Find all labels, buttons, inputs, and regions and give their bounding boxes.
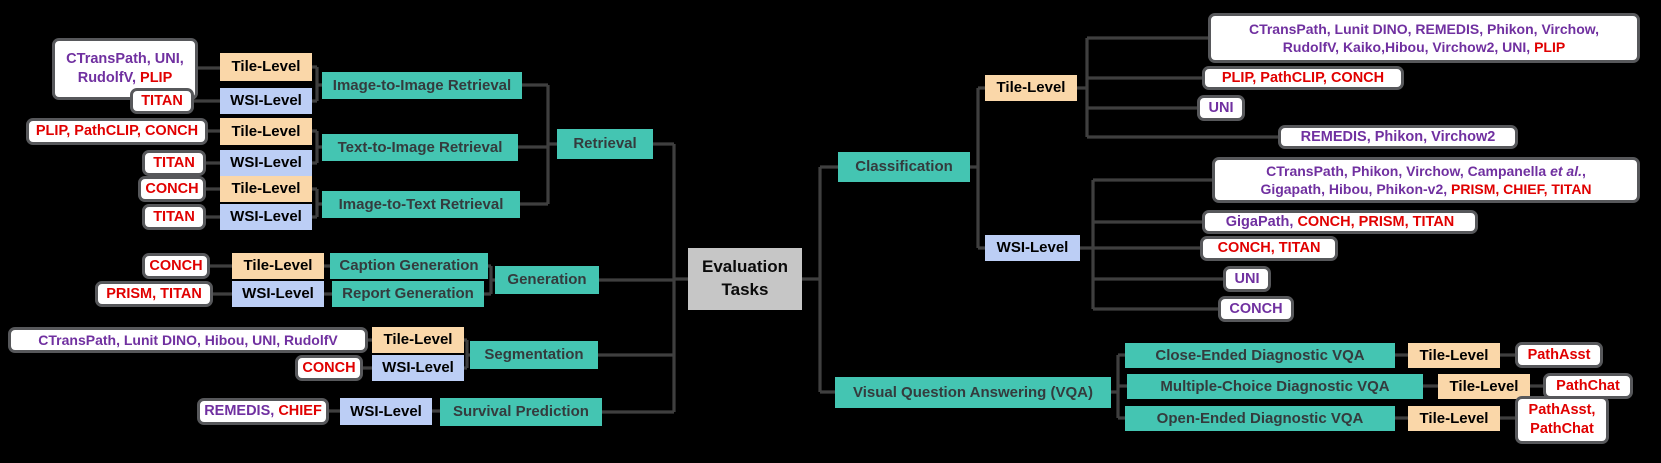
generation-connectors bbox=[210, 264, 674, 296]
task-multiple-choice-vqa: Multiple-Choice Diagnostic VQA bbox=[1127, 374, 1423, 399]
models-segmentation-tile: CTransPath, Lunit DINO, Hibou, UNI, Rudo… bbox=[8, 327, 368, 353]
wsi-level-badge-i2i: WSI-Level bbox=[220, 88, 312, 114]
models-t2i-tile: PLIP, PathCLIP, CONCH bbox=[26, 118, 208, 145]
task-generation: Generation bbox=[495, 266, 599, 294]
survival-connectors bbox=[329, 409, 674, 414]
models-report-wsi: PRISM, TITAN bbox=[95, 281, 213, 307]
models-cls-wsi-group-3: CONCH, TITAN bbox=[1200, 236, 1338, 261]
wsi-level-badge-report: WSI-Level bbox=[232, 281, 324, 307]
task-text-to-image-retrieval: Text-to-Image Retrieval bbox=[322, 134, 518, 161]
tile-level-badge-i2i: Tile-Level bbox=[220, 53, 312, 81]
task-close-ended-vqa: Close-Ended Diagnostic VQA bbox=[1125, 343, 1395, 368]
wsi-level-badge-i2t: WSI-Level bbox=[220, 204, 312, 230]
classification-connectors bbox=[970, 36, 1278, 311]
models-t2i-wsi: TITAN bbox=[142, 150, 206, 176]
models-cls-tile-group-4: REMEDIS, Phikon, Virchow2 bbox=[1278, 125, 1518, 149]
wsi-level-badge-t2i: WSI-Level bbox=[220, 150, 312, 176]
task-open-ended-vqa: Open-Ended Diagnostic VQA bbox=[1125, 406, 1395, 431]
models-caption-tile: CONCH bbox=[142, 253, 210, 279]
task-report-generation: Report Generation bbox=[332, 281, 484, 307]
models-cls-tile-group-3: UNI bbox=[1197, 95, 1245, 121]
task-image-to-image-retrieval: Image-to-Image Retrieval bbox=[322, 72, 522, 99]
models-open-ended-vqa: PathAsst, PathChat bbox=[1515, 396, 1609, 444]
wsi-level-badge-survival: WSI-Level bbox=[340, 398, 432, 425]
task-caption-generation: Caption Generation bbox=[330, 253, 488, 279]
models-cls-tile-group-2: PLIP, PathCLIP, CONCH bbox=[1202, 66, 1404, 90]
task-classification: Classification bbox=[838, 152, 970, 182]
task-vqa: Visual Question Answering (VQA) bbox=[835, 377, 1111, 408]
segmentation-connectors bbox=[363, 338, 674, 370]
task-image-to-text-retrieval: Image-to-Text Retrieval bbox=[322, 191, 520, 218]
tile-level-badge-t2i: Tile-Level bbox=[220, 118, 312, 145]
models-i2i-wsi: TITAN bbox=[130, 88, 194, 114]
wsi-level-badge-segmentation: WSI-Level bbox=[372, 355, 464, 381]
tile-level-badge-multiple-choice: Tile-Level bbox=[1438, 374, 1530, 399]
models-cls-wsi-group-4: UNI bbox=[1223, 266, 1271, 292]
models-close-ended-vqa: PathAsst bbox=[1515, 342, 1603, 368]
spine-connectors bbox=[672, 144, 838, 412]
tile-level-badge-i2t: Tile-Level bbox=[220, 176, 312, 202]
models-cls-tile-group-1: CTransPath, Lunit DINO, REMEDIS, Phikon,… bbox=[1208, 13, 1640, 63]
models-cls-wsi-group-1: CTransPath, Phikon, Virchow, Campanella … bbox=[1212, 157, 1640, 203]
evaluation-tasks-root: Evaluation Tasks bbox=[688, 248, 802, 310]
models-i2i-tile: CTransPath, UNI, RudolfV, PLIP bbox=[52, 38, 198, 100]
tile-level-badge-classification: Tile-Level bbox=[985, 75, 1077, 101]
wsi-level-badge-classification: WSI-Level bbox=[985, 235, 1080, 261]
vqa-connectors bbox=[1111, 353, 1543, 420]
task-segmentation: Segmentation bbox=[470, 341, 598, 369]
models-i2t-wsi: TITAN bbox=[142, 204, 206, 230]
tile-level-badge-close-ended: Tile-Level bbox=[1408, 343, 1500, 368]
models-cls-wsi-group-5: CONCH bbox=[1218, 296, 1294, 322]
models-i2t-tile: CONCH bbox=[138, 176, 206, 202]
task-survival-prediction: Survival Prediction bbox=[440, 398, 602, 426]
retrieval-connectors bbox=[194, 65, 674, 219]
models-cls-wsi-group-2: GigaPath, CONCH, PRISM, TITAN bbox=[1202, 210, 1478, 234]
models-segmentation-wsi: CONCH bbox=[295, 355, 363, 381]
tile-level-badge-caption: Tile-Level bbox=[232, 253, 324, 279]
tile-level-badge-segmentation: Tile-Level bbox=[372, 327, 464, 353]
tile-level-badge-open-ended: Tile-Level bbox=[1408, 406, 1500, 431]
task-retrieval: Retrieval bbox=[557, 129, 653, 159]
models-multiple-choice-vqa: PathChat bbox=[1543, 373, 1633, 399]
models-survival-wsi: REMEDIS, CHIEF bbox=[197, 398, 329, 425]
